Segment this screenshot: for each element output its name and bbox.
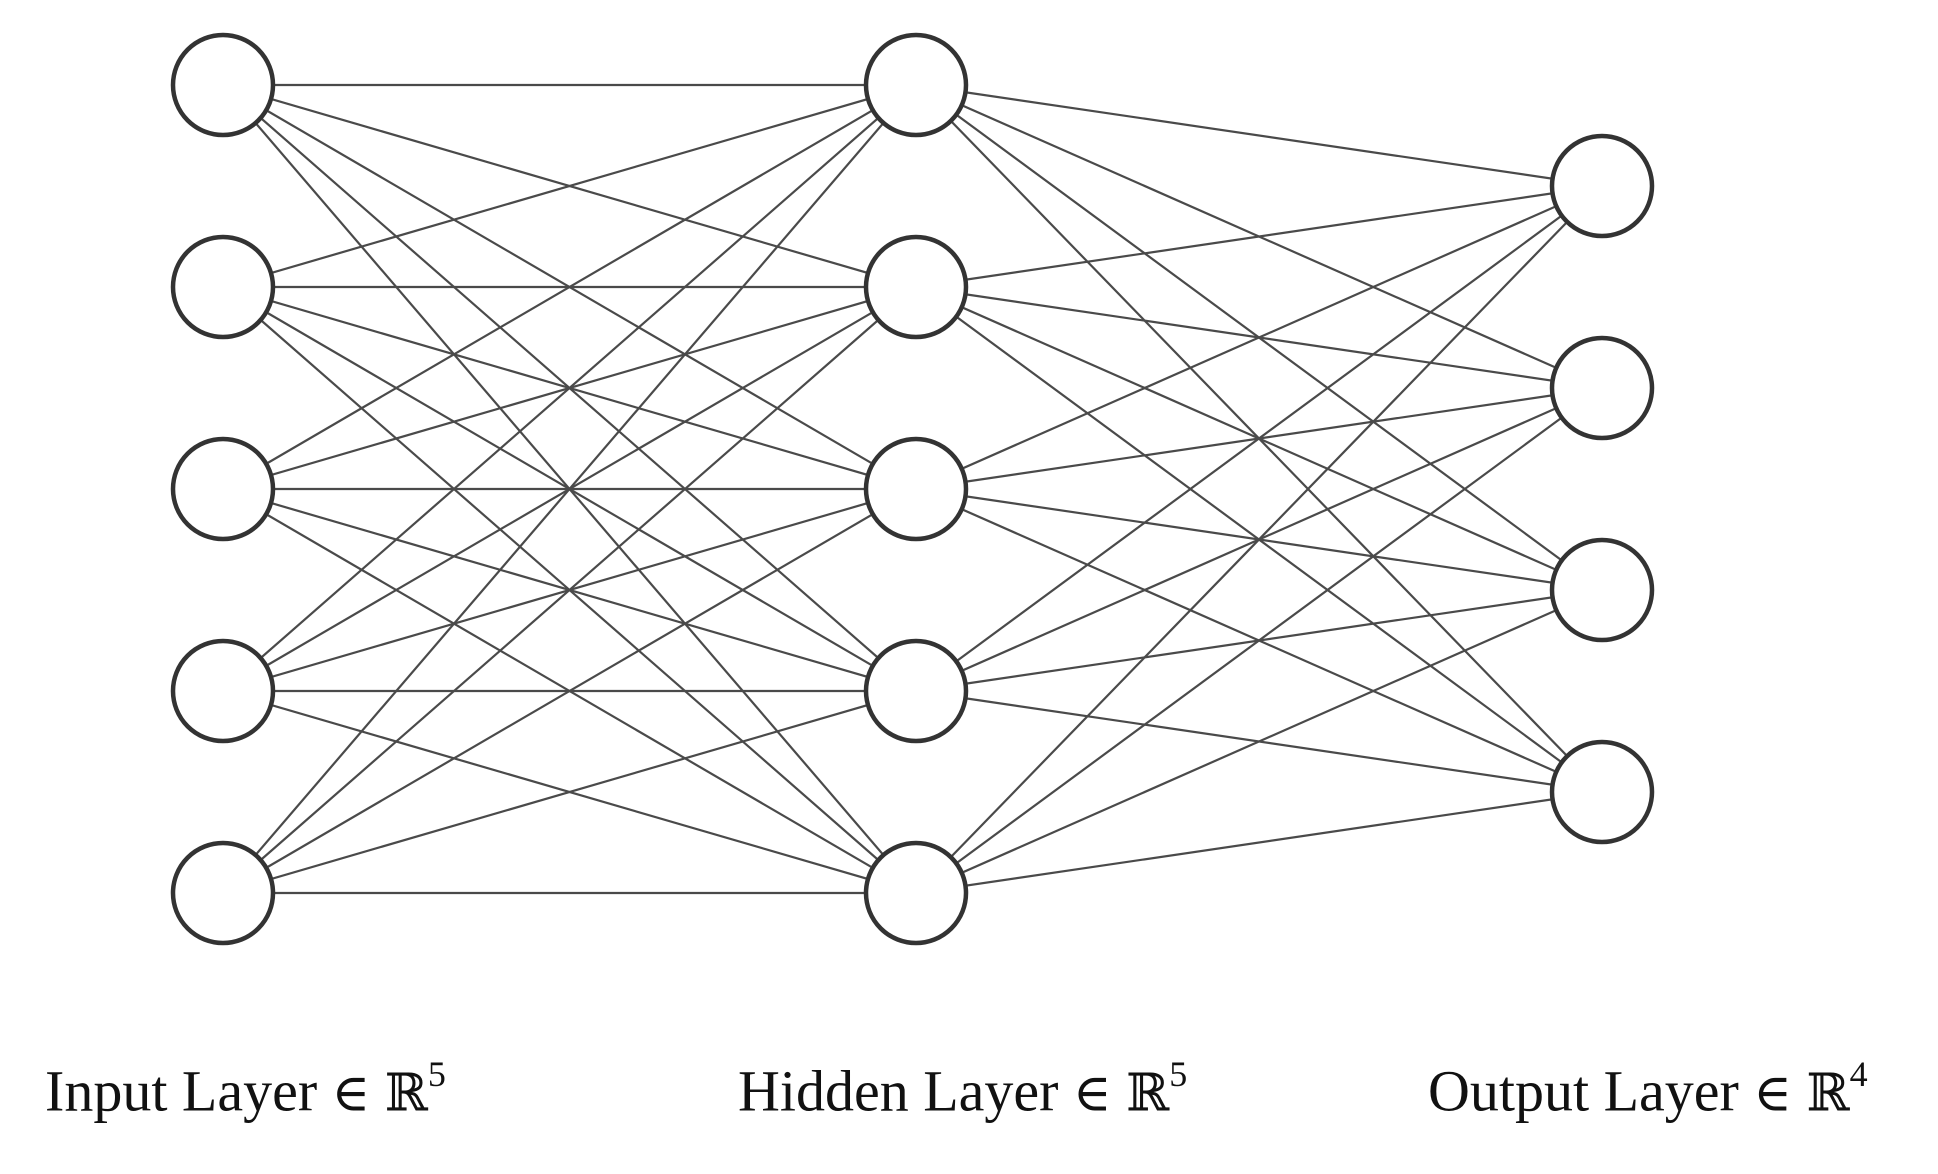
input-neuron-4 [170,638,276,744]
connection-hidden-1-to-output-1 [915,83,1603,188]
connection-input-3-to-hidden-1 [222,84,917,490]
hidden-layer-label: Hidden Layer ∈ ℝ5 [738,1056,1187,1124]
hidden-neuron-4 [863,638,969,744]
input-neuron-2 [170,234,276,340]
hidden-layer-member-symbol: ∈ [1072,1063,1112,1124]
connection-hidden-4-to-output-1 [915,185,1603,692]
connection-hidden-3-to-output-1 [915,184,1603,491]
output-neuron-3 [1549,537,1655,643]
output-neuron-2 [1549,335,1655,441]
output-layer-member-symbol: ∈ [1753,1063,1792,1124]
connection-hidden-5-to-output-3 [915,588,1603,895]
output-layer-space: ℝ [1806,1063,1850,1124]
connection-input-5-to-hidden-1 [222,84,917,894]
connection-hidden-2-to-output-1 [915,184,1603,289]
hidden-neuron-1 [863,32,969,138]
connection-input-2-to-hidden-1 [222,83,917,289]
hidden-neuron-2 [863,234,969,340]
input-layer-label: Input Layer ∈ ℝ5 [45,1056,446,1124]
input-neuron-5 [170,840,276,946]
output-layer-label: Output Layer ∈ ℝ4 [1428,1056,1868,1124]
input-layer-space: ℝ [384,1063,428,1124]
input-layer-member-symbol: ∈ [331,1063,371,1124]
hidden-neuron-5 [863,840,969,946]
connection-input-4-to-hidden-1 [222,84,917,692]
connection-hidden-5-to-output-2 [915,387,1603,894]
hidden-layer-title: Hidden Layer [738,1058,1059,1124]
connections [222,83,1603,895]
input-neuron-3 [170,436,276,542]
connection-input-5-to-hidden-4 [222,689,917,895]
input-neuron-1 [170,32,276,138]
output-layer-title: Output Layer [1428,1058,1739,1124]
output-neuron-4 [1549,739,1655,845]
input-layer-dimension: 5 [427,1054,446,1094]
neurons [170,32,1655,946]
input-layer-title: Input Layer [45,1058,318,1124]
hidden-layer-dimension: 5 [1169,1054,1188,1094]
hidden-layer-space: ℝ [1125,1063,1170,1124]
connection-hidden-5-to-output-1 [915,185,1603,894]
output-neuron-1 [1549,133,1655,239]
output-layer-dimension: 4 [1849,1054,1868,1094]
hidden-neuron-3 [863,436,969,542]
connection-input-5-to-hidden-3 [222,488,917,894]
connection-input-5-to-hidden-2 [222,286,917,894]
connection-hidden-5-to-output-4 [915,790,1603,895]
